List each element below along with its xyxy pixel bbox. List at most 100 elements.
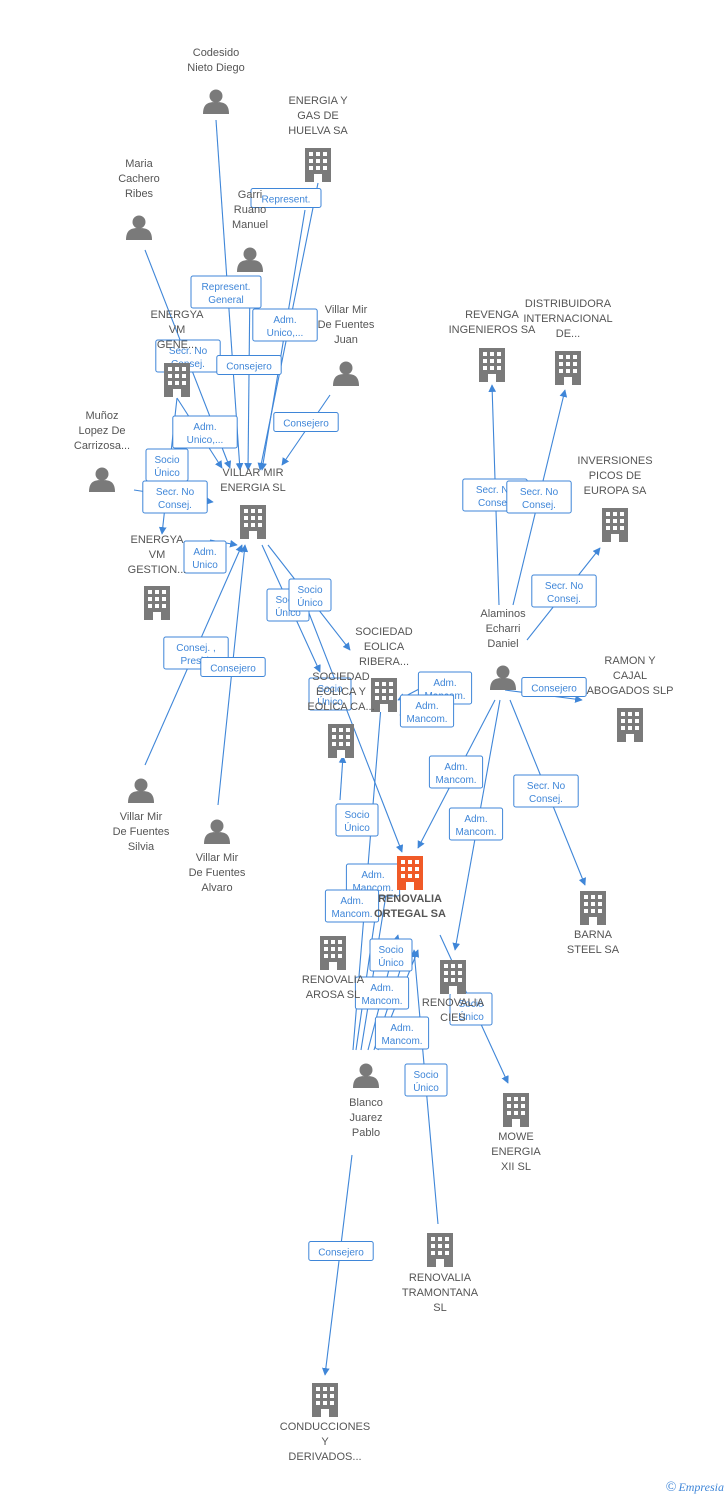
edge-label-box[interactable]: Consejero — [216, 355, 282, 375]
node-energya-gen[interactable]: ENERGYAVMGENE... — [151, 309, 205, 397]
person-icon[interactable] — [490, 665, 516, 691]
person-icon[interactable] — [237, 247, 263, 273]
building-icon[interactable] — [503, 1093, 529, 1127]
edge-label-box[interactable]: Consejero — [200, 657, 266, 677]
edge-label-box[interactable]: Adm.Unico — [183, 540, 227, 574]
edge-label-text: Adm. — [370, 983, 393, 994]
copyright-symbol: © — [665, 1480, 677, 1495]
edge-label-box[interactable]: Adm.Mancom. — [428, 755, 484, 789]
node-distribuidora[interactable]: DISTRIBUIDORAINTERNACIONALDE... — [523, 298, 613, 385]
person-icon[interactable] — [126, 215, 152, 241]
building-icon[interactable] — [144, 586, 170, 620]
edge-label-box[interactable]: Adm.Mancom. — [324, 889, 380, 923]
building-icon[interactable] — [164, 363, 190, 397]
building-icon[interactable] — [440, 960, 466, 994]
building-icon[interactable] — [397, 856, 423, 890]
edge-label-box[interactable]: Adm.Mancom. — [354, 976, 410, 1010]
building-icon[interactable] — [479, 348, 505, 382]
person-icon[interactable] — [333, 361, 359, 387]
edge-label-box[interactable]: Adm.Mancom. — [399, 694, 455, 728]
building-icon[interactable] — [312, 1383, 338, 1417]
building-icon[interactable] — [305, 148, 331, 182]
edge-label-box[interactable]: Adm.Mancom. — [448, 807, 504, 841]
edge-label-text: Represent. — [202, 282, 251, 293]
footer-brand[interactable]: ©Empresia — [666, 1480, 724, 1496]
node-label: Villar Mir — [196, 852, 239, 864]
node-label: SOCIEDAD — [355, 626, 413, 638]
building-icon[interactable] — [320, 936, 346, 970]
node-energya-gest[interactable]: ENERGYAVMGESTION... — [128, 534, 187, 620]
node-sociedad-ribera[interactable]: SOCIEDADEOLICARIBERA... — [355, 626, 413, 712]
person-icon[interactable] — [203, 89, 229, 115]
node-label: Alvaro — [201, 882, 232, 894]
building-icon[interactable] — [555, 351, 581, 385]
edge-label-box[interactable]: Represent. — [250, 188, 322, 208]
building-icon[interactable] — [427, 1233, 453, 1267]
node-label: Blanco — [349, 1097, 383, 1109]
building-icon[interactable] — [371, 678, 397, 712]
person-icon[interactable] — [128, 778, 154, 804]
edge-label-text: Único — [344, 821, 370, 834]
building-icon[interactable] — [240, 505, 266, 539]
edge-label-text: Único — [317, 695, 343, 708]
edge-label-box[interactable]: Adm.Unico,... — [172, 415, 238, 449]
building-icon[interactable] — [602, 508, 628, 542]
edge-label-text: Secr. No — [520, 487, 559, 498]
building-icon[interactable] — [328, 724, 354, 758]
node-label: Codesido — [193, 47, 239, 59]
building-icon[interactable] — [617, 708, 643, 742]
person-icon[interactable] — [204, 819, 230, 845]
edge-label-text: Adm. — [273, 315, 296, 326]
edge-label-text: Secr. No — [527, 781, 566, 792]
person-icon[interactable] — [89, 467, 115, 493]
edge-label-box[interactable]: Adm.Mancom. — [374, 1016, 430, 1050]
person-icon[interactable] — [353, 1063, 379, 1089]
node-label: RENOVALIA — [378, 893, 442, 905]
node-conducciones[interactable]: CONDUCCIONESYDERIVADOS... — [280, 1383, 370, 1463]
edge-label-box[interactable]: Adm.Unico,... — [252, 308, 318, 342]
edge-label-box[interactable]: Consejero — [521, 677, 587, 697]
building-icon[interactable] — [580, 891, 606, 925]
node-label: ENERGYA — [131, 534, 185, 546]
edge-label-box[interactable]: Consejero — [273, 412, 339, 432]
node-label: RENOVALIA — [302, 974, 365, 986]
edge-label-box[interactable]: Consejero — [308, 1241, 374, 1261]
edge-label-text: Socio — [317, 684, 342, 695]
node-label: Ribes — [125, 188, 154, 200]
node-label: Echarri — [486, 623, 521, 635]
edge-label-box[interactable]: Represent.General — [190, 275, 262, 309]
